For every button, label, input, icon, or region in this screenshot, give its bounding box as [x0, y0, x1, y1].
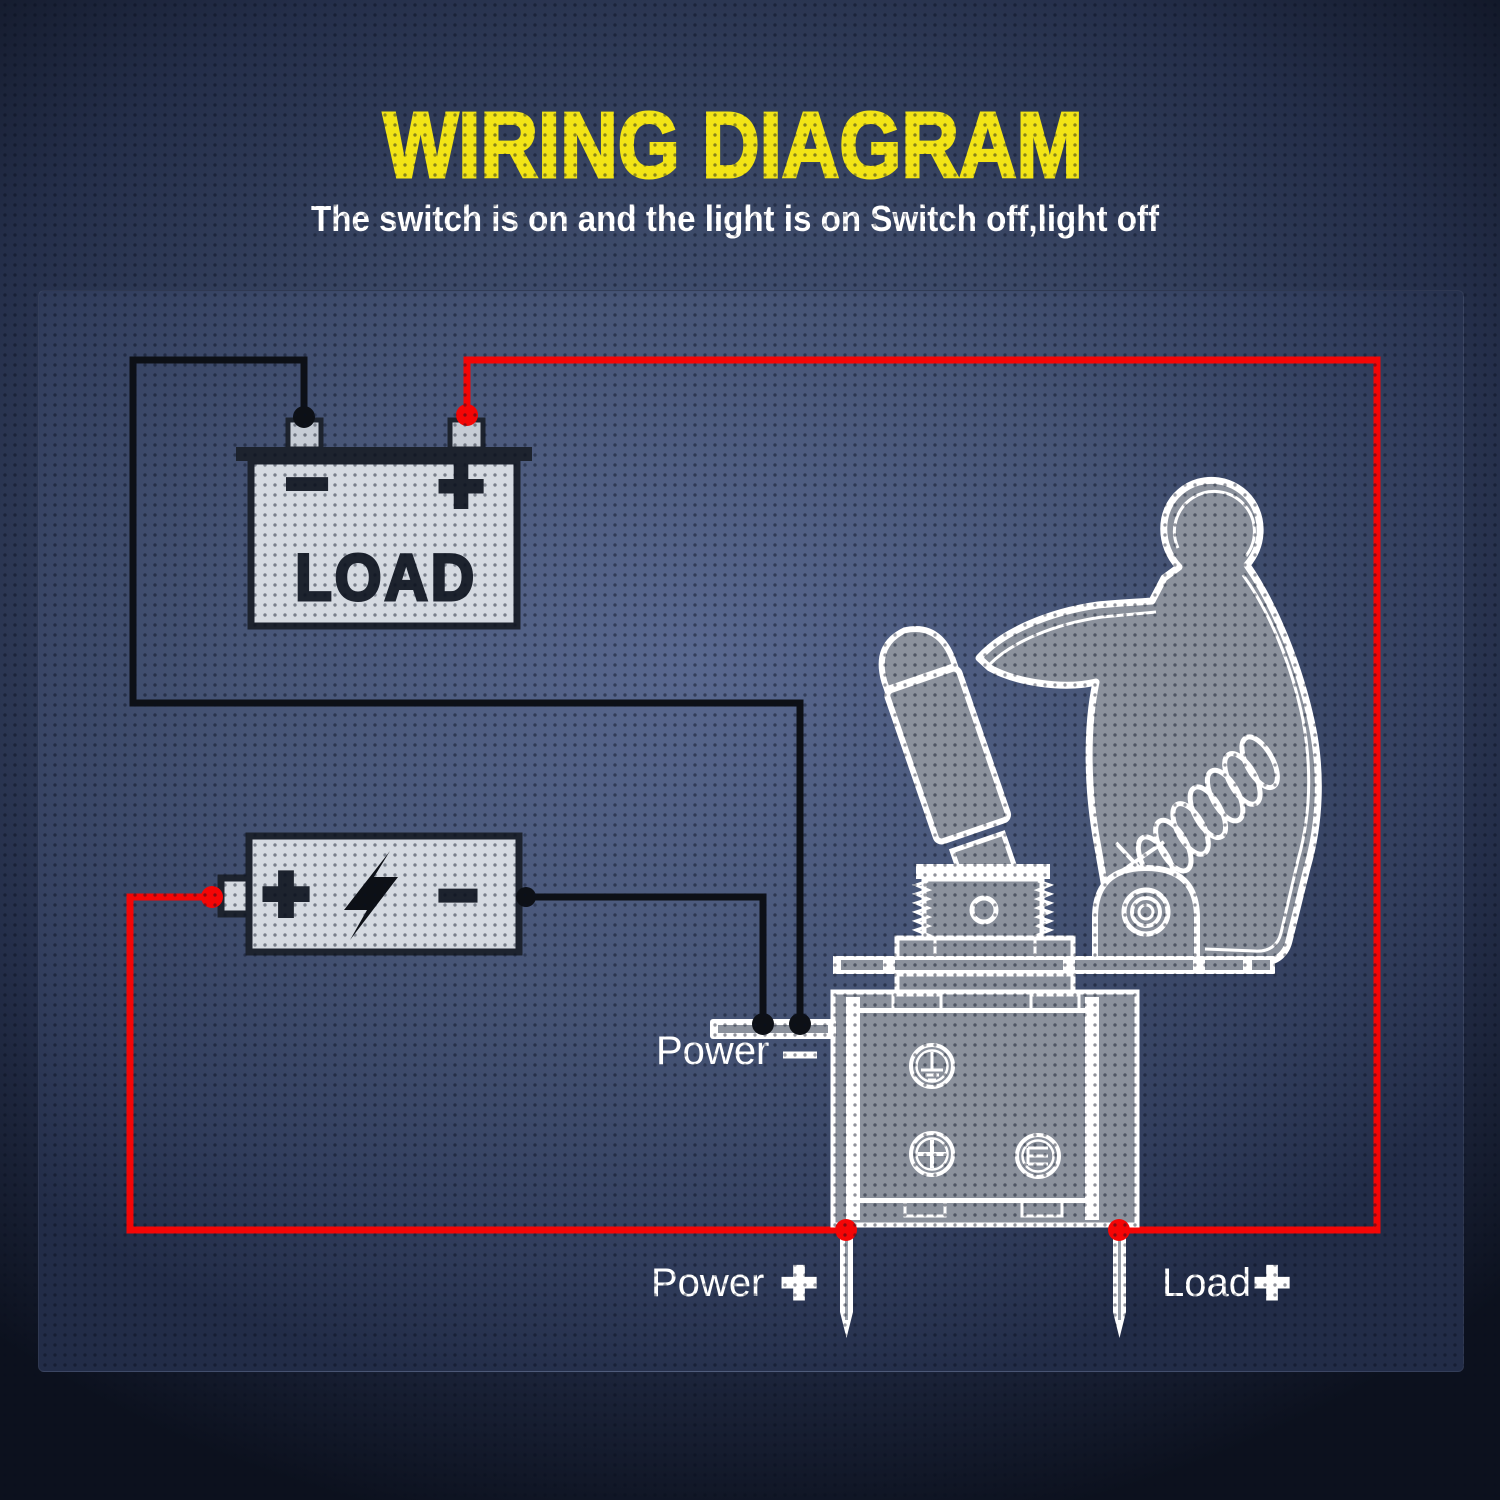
flip-cover-inner-line-dome	[1172, 490, 1256, 557]
dot-load-positive-pin	[1108, 1219, 1130, 1241]
power-plus-label: Power	[651, 1261, 764, 1305]
hinge-pivot-icon	[1121, 887, 1171, 937]
bushing-hole-icon	[969, 895, 999, 925]
power-plus-sign: +	[781, 1249, 816, 1316]
switch-bushing	[911, 864, 1055, 942]
page-title: WIRING DIAGRAM	[383, 93, 1083, 197]
page-subtitle: The switch is on and the light is on Swi…	[311, 198, 1160, 239]
load-box-body	[247, 457, 521, 630]
flip-cover-inner-line-top	[988, 610, 1157, 666]
switch-body	[830, 989, 1140, 1228]
body-left-rail	[846, 997, 860, 1220]
power-minus-sign: —	[785, 1037, 815, 1070]
switch-pins	[840, 1225, 1126, 1338]
dot-load-negative	[293, 406, 315, 428]
battery-plus-sign: +	[263, 849, 310, 938]
wire-black-battery-negative	[524, 893, 767, 1024]
wires	[126, 356, 1381, 1234]
cover-hinge	[1092, 864, 1200, 965]
connection-dots	[201, 404, 1130, 1241]
bushing-threads-left	[911, 879, 933, 941]
bushing-top-bar	[916, 864, 1050, 879]
body-right-rail	[1085, 997, 1099, 1220]
phillips-screw-icon	[909, 1131, 955, 1177]
flip-cover-inner-line-right	[1204, 574, 1311, 953]
ground-screw-icon	[909, 1043, 955, 1089]
terminal-labels: Power — Power + Load +	[651, 1029, 1292, 1319]
load-minus-sign: −	[286, 444, 328, 524]
switch-flip-cover	[975, 476, 1322, 967]
load-plus-label: Load	[1162, 1261, 1251, 1305]
load-box: − + LOAD	[236, 417, 532, 630]
load-plus-sign: +	[1254, 1249, 1289, 1316]
dot-tab-wire-2	[789, 1013, 811, 1035]
dot-battery-positive	[201, 886, 223, 908]
toggle-lever-cap	[878, 626, 959, 694]
power-minus-label: Power	[656, 1029, 769, 1073]
mounting-plate	[833, 935, 1275, 996]
battery-minus-sign: −	[439, 859, 476, 931]
battery: + −	[217, 832, 523, 956]
wire-black-load-negative	[129, 356, 804, 1024]
dot-tab-wire-1	[752, 1013, 774, 1035]
wire-red-load-positive	[463, 356, 1381, 1234]
load-label: LOAD	[295, 540, 477, 614]
toggle-lever-body	[884, 665, 1012, 845]
bushing-threads-right	[1033, 879, 1055, 941]
lightning-bolt-icon	[344, 851, 398, 940]
dot-load-positive	[456, 404, 478, 426]
lamp-screw-icon	[1015, 1133, 1061, 1179]
dot-battery-negative	[516, 887, 536, 907]
load-plus-sign: +	[438, 441, 484, 529]
wire-red-battery-positive	[126, 893, 846, 1234]
toggle-switch-illustration	[710, 476, 1322, 1338]
dot-power-positive-pin	[835, 1219, 857, 1241]
